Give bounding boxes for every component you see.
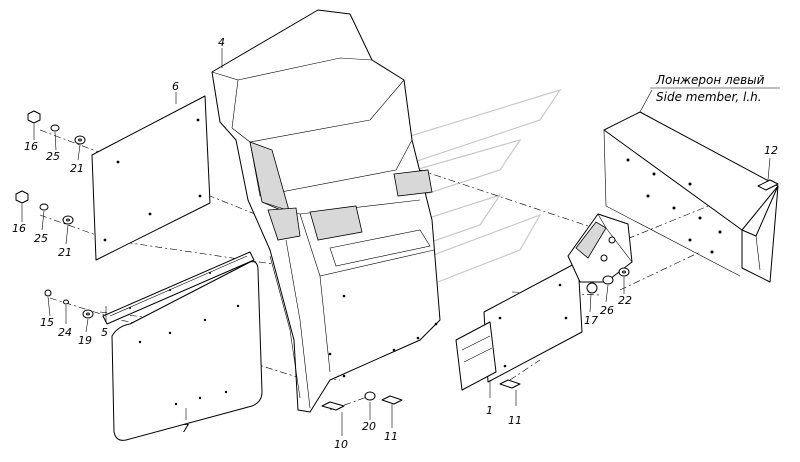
plate-part-6 [91,95,211,261]
fasteners-left [15,110,94,319]
side-member-label-ru: Лонжерон левый [655,73,765,87]
callout-11a: 11 [384,430,398,443]
callout-15: 15 [40,316,54,329]
side-member-label-en: Side member, l.h. [656,90,762,104]
callout-20: 20 [362,420,376,433]
callout-21b: 21 [58,246,72,259]
callout-12: 12 [764,144,778,157]
leader-lines [21,48,771,436]
callout-11b: 11 [508,414,522,427]
callout-21a: 21 [70,162,84,175]
callout-labels: 4 6 16 25 21 16 25 21 15 24 19 5 7 10 20… [12,36,778,451]
strip-part-5 [102,251,255,325]
bracket-part-1 [455,261,583,391]
callout-24: 24 [58,326,72,339]
hanger-bracket [567,213,633,283]
callout-16a: 16 [24,140,38,153]
callout-1: 1 [486,404,493,417]
callout-17: 17 [584,314,598,327]
side-member-caption: Лонжерон левый Side member, l.h. [650,73,780,104]
fender-part-4 [211,9,441,413]
callout-5: 5 [101,326,108,339]
callout-16b: 16 [12,222,26,235]
callout-7: 7 [182,422,189,435]
callout-26: 26 [600,304,614,317]
fasteners-right [321,179,779,411]
mudflap-part-7 [111,261,263,441]
callout-19: 19 [78,334,92,347]
callout-10: 10 [334,438,348,451]
callout-22: 22 [618,294,632,307]
callout-25a: 25 [46,150,60,163]
callout-6: 6 [172,80,179,93]
callout-25b: 25 [34,232,48,245]
callout-4: 4 [218,36,225,49]
